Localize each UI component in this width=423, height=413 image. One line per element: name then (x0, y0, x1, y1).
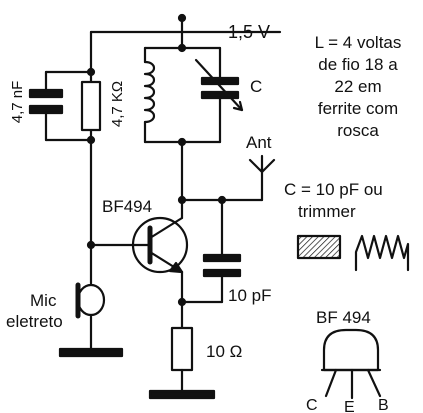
antenna-icon (248, 154, 276, 174)
pin-c-label: C (306, 397, 318, 413)
pinout-title: BF 494 (316, 308, 371, 327)
pinout-package (322, 328, 380, 372)
coil-inductor (143, 60, 156, 124)
coil-note-line-5: rosca (337, 121, 379, 140)
mic-label-line-2: eletreto (6, 312, 63, 331)
variable-arrow (194, 58, 244, 112)
coil-note-line-4: ferrite com (318, 99, 398, 118)
variable-capacitor-top (200, 76, 240, 86)
capacitor-4n7-plate-top (28, 88, 64, 99)
ground-bar-left (58, 347, 124, 358)
pin-e-label: E (344, 399, 355, 413)
var-cap-label: C (250, 77, 262, 96)
emitter-arrow (168, 261, 184, 274)
supply-label: 1,5 V (228, 22, 270, 42)
transistor-label: BF494 (102, 197, 152, 216)
coil-note-line-2: de fio 18 a (318, 55, 398, 74)
resistor-4k7 (80, 80, 102, 132)
pin-b-label: B (378, 397, 389, 413)
cap-4n7-label: 4,7 nF (9, 81, 26, 124)
cap-10pf-label: 10 pF (228, 286, 271, 305)
mic-icon (76, 283, 106, 317)
coil-note-line-1: L = 4 voltas (315, 33, 402, 52)
ferrite-icon (296, 234, 342, 260)
mic-label-line-1: Mic (30, 291, 57, 310)
res-4k7-label: 4,7 KΩ (109, 81, 126, 127)
resistor-10 (170, 326, 194, 372)
capacitor-10pf-top (202, 253, 242, 263)
antenna-label: Ant (246, 133, 272, 152)
trimmer-icon (354, 234, 410, 272)
cap-note-line-2: trimmer (298, 202, 356, 221)
cap-note-line-1: C = 10 pF ou (284, 180, 383, 199)
coil-note-line-3: 22 em (334, 77, 381, 96)
ground-bar-right (148, 389, 216, 400)
res-10-label: 10 Ω (206, 342, 242, 361)
